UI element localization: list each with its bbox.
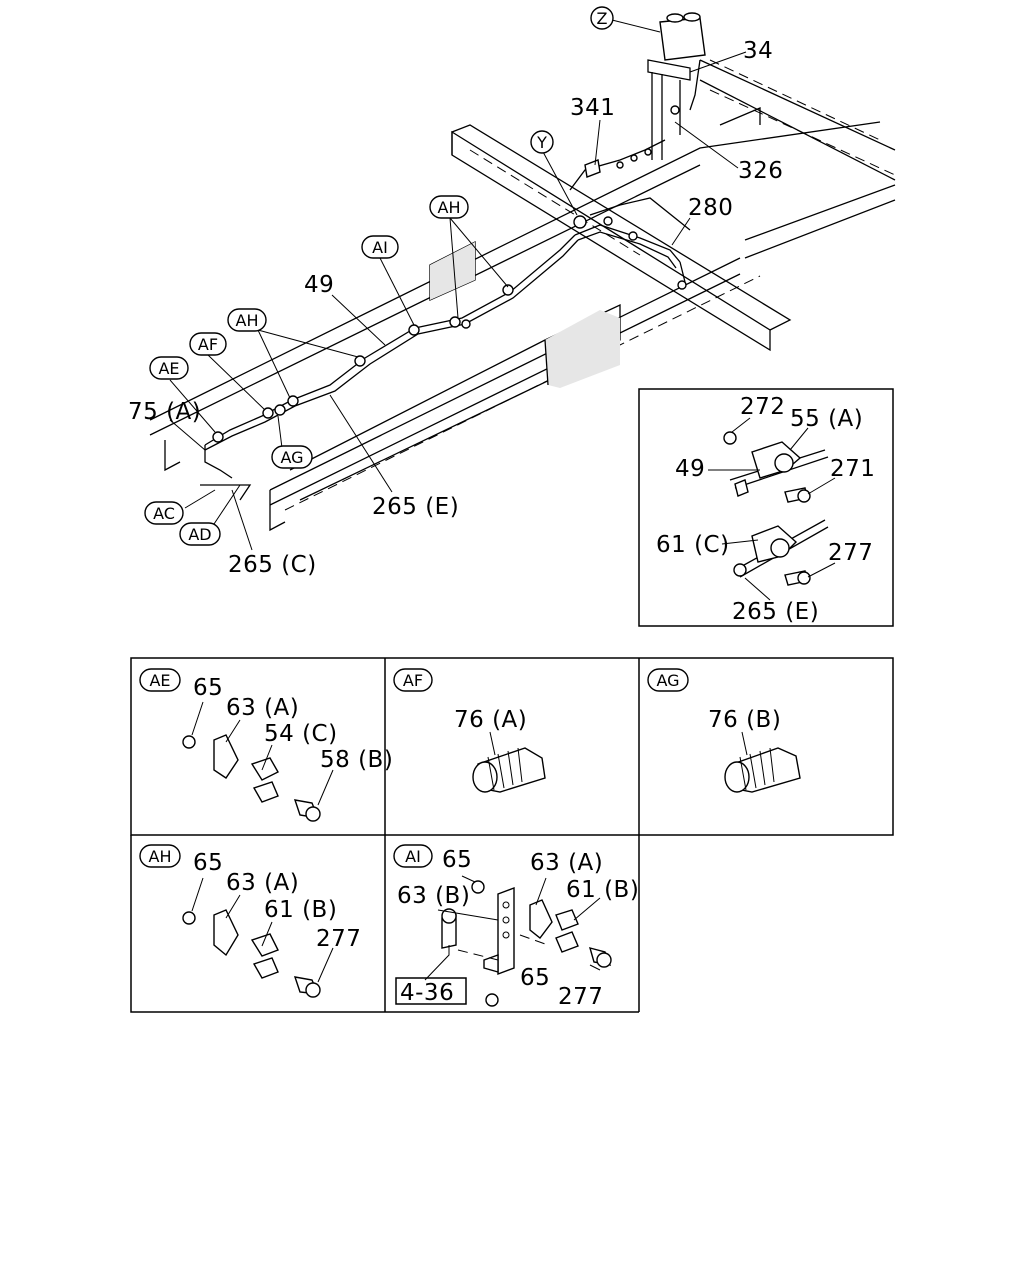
- panel-af: AF 76 (A): [393, 668, 546, 793]
- callout-ac: AC: [144, 501, 184, 525]
- panel-ai-label-61b: 61 (B): [566, 877, 639, 903]
- label-265c: 265 (C): [228, 552, 317, 578]
- label-61c: 61 (C): [656, 532, 730, 558]
- panel-ai-label-63a: 63 (A): [530, 850, 603, 876]
- callout-ad: AD: [179, 522, 221, 546]
- panel-ai-label-277: 277: [558, 984, 603, 1010]
- label-265e: 265 (E): [372, 494, 459, 520]
- callout-ag: AG: [271, 445, 313, 469]
- callout-ai-text: AI: [372, 238, 388, 257]
- label-49: 49: [304, 272, 334, 298]
- panel-ah-label-63a: 63 (A): [226, 870, 299, 896]
- leader-lines: [169, 19, 747, 551]
- label-326: 326: [738, 158, 783, 184]
- label-49-detail: 49: [675, 456, 705, 482]
- chassis-frame: [149, 59, 896, 532]
- panel-ah: AH 65 63 (A) 61 (B) 277: [139, 844, 361, 998]
- panel-ah-label-65: 65: [193, 850, 223, 876]
- panel-ai-label-63b: 63 (B): [397, 883, 470, 909]
- panel-ah-label-277: 277: [316, 926, 361, 952]
- panel-ai-ref-box: 4-36: [400, 980, 454, 1006]
- callout-ad-text: AD: [188, 525, 211, 544]
- callout-ah-top-text: AH: [438, 198, 461, 217]
- panel-grid: [130, 657, 894, 1013]
- panel-ag: AG 76 (B): [647, 668, 801, 793]
- panel-ai: AI 4-36 65 63 (A) 63 (B) 61 (B) 65 277: [393, 844, 639, 1010]
- panel-ag-label-76b: 76 (B): [708, 707, 781, 733]
- brake-reservoir: [647, 12, 706, 160]
- label-34: 34: [743, 38, 773, 64]
- callout-af: AF: [189, 332, 227, 356]
- callout-ai: AI: [361, 235, 399, 259]
- label-55a: 55 (A): [790, 406, 863, 432]
- panel-ah-label-61b: 61 (B): [264, 897, 337, 923]
- panel-ae-label-54c: 54 (C): [264, 721, 338, 747]
- label-277-detail: 277: [828, 540, 873, 566]
- panel-ah-callout: AH: [149, 847, 172, 866]
- panel-ai-callout: AI: [405, 847, 421, 866]
- panel-ae-callout: AE: [149, 671, 170, 690]
- label-280: 280: [688, 195, 733, 221]
- label-341: 341: [570, 95, 615, 121]
- callout-z: Z: [590, 6, 614, 30]
- panel-ae-label-63a: 63 (A): [226, 695, 299, 721]
- panel-ae-label-58b: 58 (B): [320, 747, 393, 773]
- callout-ag-text: AG: [280, 448, 303, 467]
- label-271: 271: [830, 456, 875, 482]
- callout-ae: AE: [149, 356, 189, 380]
- callout-af-text: AF: [198, 335, 218, 354]
- brake-pipe-49: [204, 139, 691, 479]
- callout-ac-text: AC: [153, 504, 175, 523]
- label-272: 272: [740, 394, 785, 420]
- pipe-clamps: [212, 105, 687, 443]
- panel-ai-label-65-top: 65: [442, 847, 472, 873]
- callout-y: Y: [530, 130, 554, 154]
- clamp-detail-inset: [638, 388, 894, 627]
- panel-ae: AE 65 63 (A) 54 (C) 58 (B): [139, 668, 393, 822]
- panel-af-callout: AF: [403, 671, 423, 690]
- panel-af-label-76a: 76 (A): [454, 707, 527, 733]
- panel-ai-label-65-bottom: 65: [520, 965, 550, 991]
- callout-ah-left-text: AH: [236, 311, 259, 330]
- label-75a: 75 (A): [128, 399, 201, 425]
- panel-ae-label-65: 65: [193, 675, 223, 701]
- callout-ah-top: AH: [429, 195, 469, 219]
- callout-z-text: Z: [597, 9, 608, 28]
- label-265e-detail: 265 (E): [732, 599, 819, 625]
- callout-y-text: Y: [536, 133, 547, 152]
- callout-ah-left: AH: [227, 308, 267, 332]
- panel-ag-callout: AG: [656, 671, 679, 690]
- callout-ae-text: AE: [158, 359, 179, 378]
